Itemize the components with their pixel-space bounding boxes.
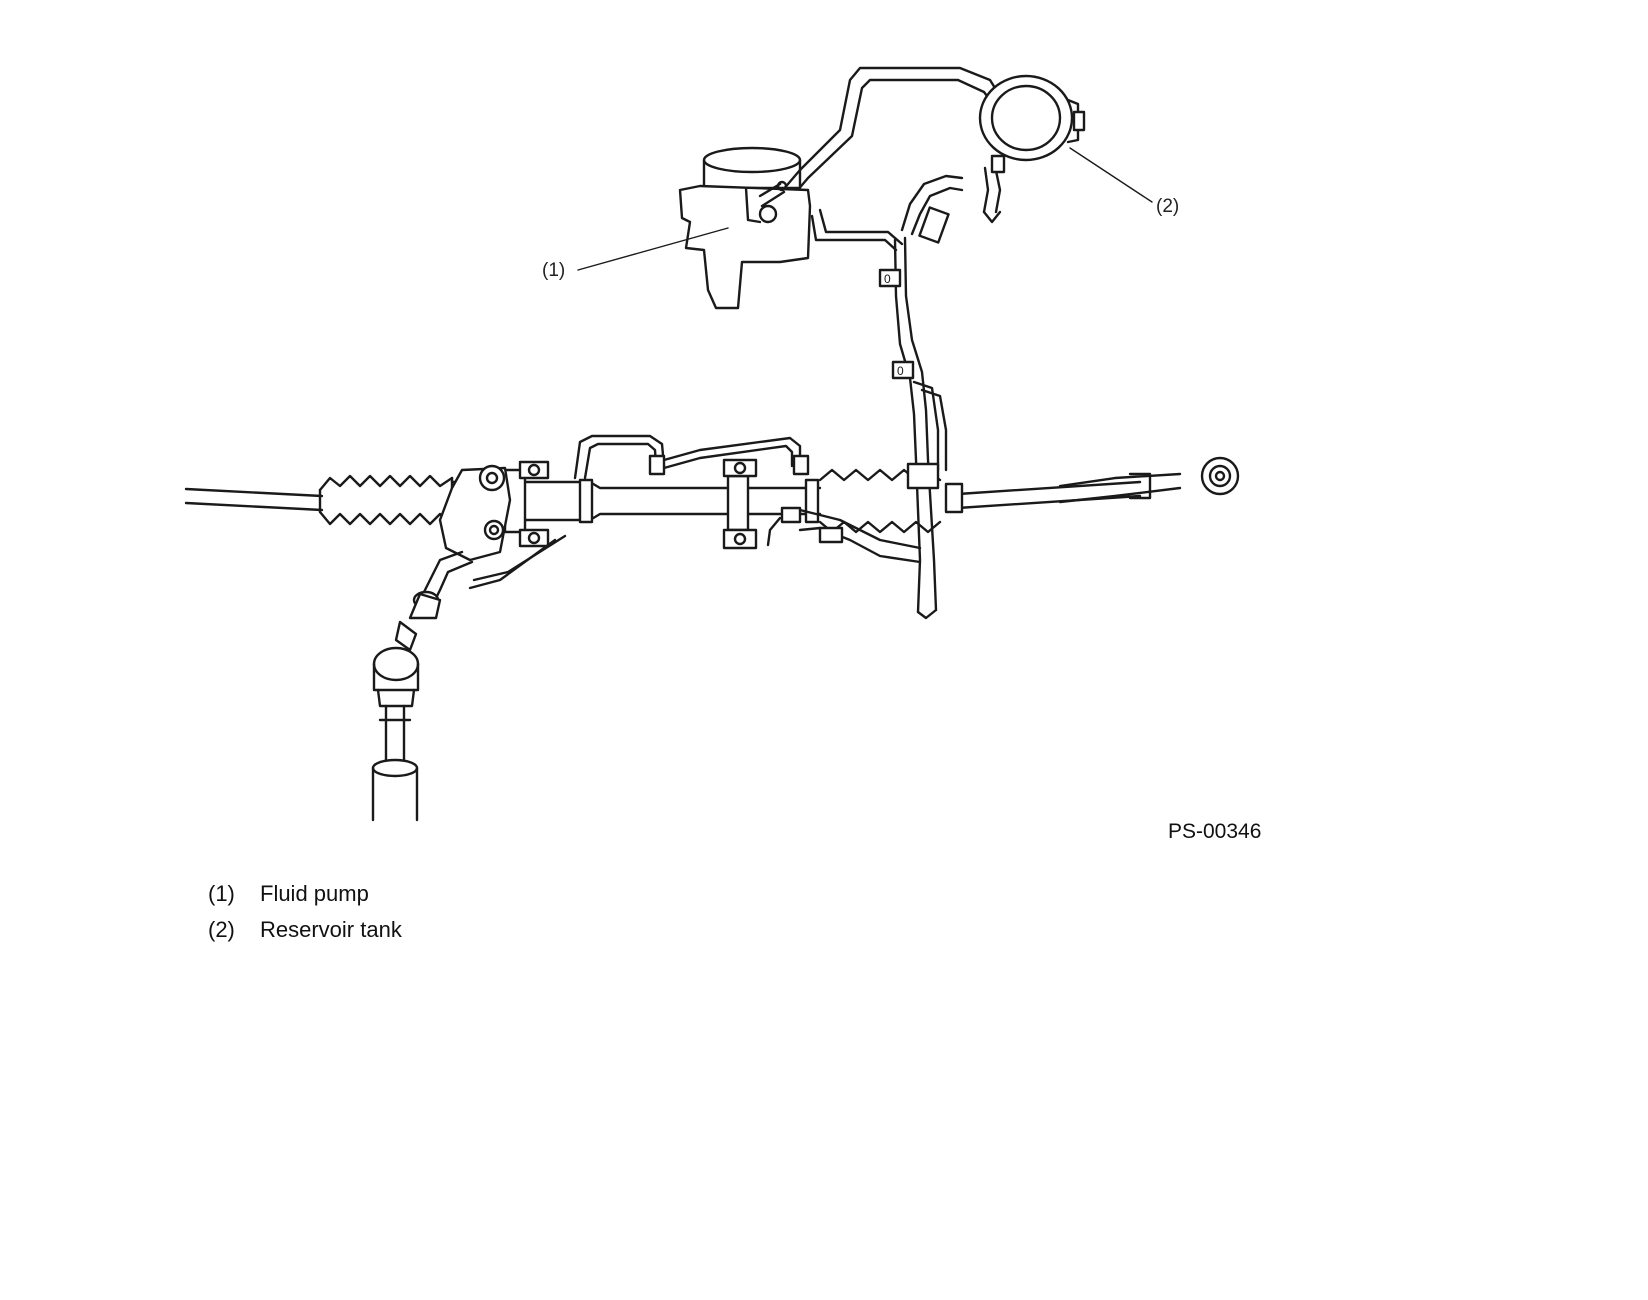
legend-number: (2) <box>208 917 235 942</box>
pump-pressure-hose <box>810 208 904 252</box>
right-tie-rod <box>944 456 1240 514</box>
leader-1 <box>577 227 729 271</box>
vertical-hoses: 0 0 <box>878 236 948 620</box>
legend-item: (2) Reservoir tank <box>208 912 402 948</box>
leader-2 <box>1069 147 1153 203</box>
rack-hoses <box>766 506 922 564</box>
rack-housing <box>450 458 822 550</box>
rack-pipes <box>468 434 810 590</box>
reservoir-tank <box>978 74 1086 174</box>
legend-text: Reservoir tank <box>260 917 402 942</box>
legend-number: (1) <box>208 881 235 906</box>
svg-text:0: 0 <box>884 272 891 286</box>
svg-text:0: 0 <box>897 364 904 378</box>
reservoir-outlet-hose <box>900 164 1002 244</box>
left-bellows-boot <box>318 474 454 526</box>
callout-2: (2) <box>1156 196 1179 217</box>
callout-1: (1) <box>542 260 565 281</box>
callout-leaders <box>577 147 1153 271</box>
figure-code: PS-00346 <box>1168 820 1261 843</box>
legend-item: (1) Fluid pump <box>208 876 402 912</box>
fluid-pump <box>678 146 812 310</box>
steering-shaft <box>371 550 474 822</box>
legend-text: Fluid pump <box>260 881 369 906</box>
legend: (1) Fluid pump (2) Reservoir tank <box>208 876 402 948</box>
supply-hose <box>762 66 1002 220</box>
valve-body <box>438 464 512 562</box>
left-tie-rod <box>184 487 324 512</box>
